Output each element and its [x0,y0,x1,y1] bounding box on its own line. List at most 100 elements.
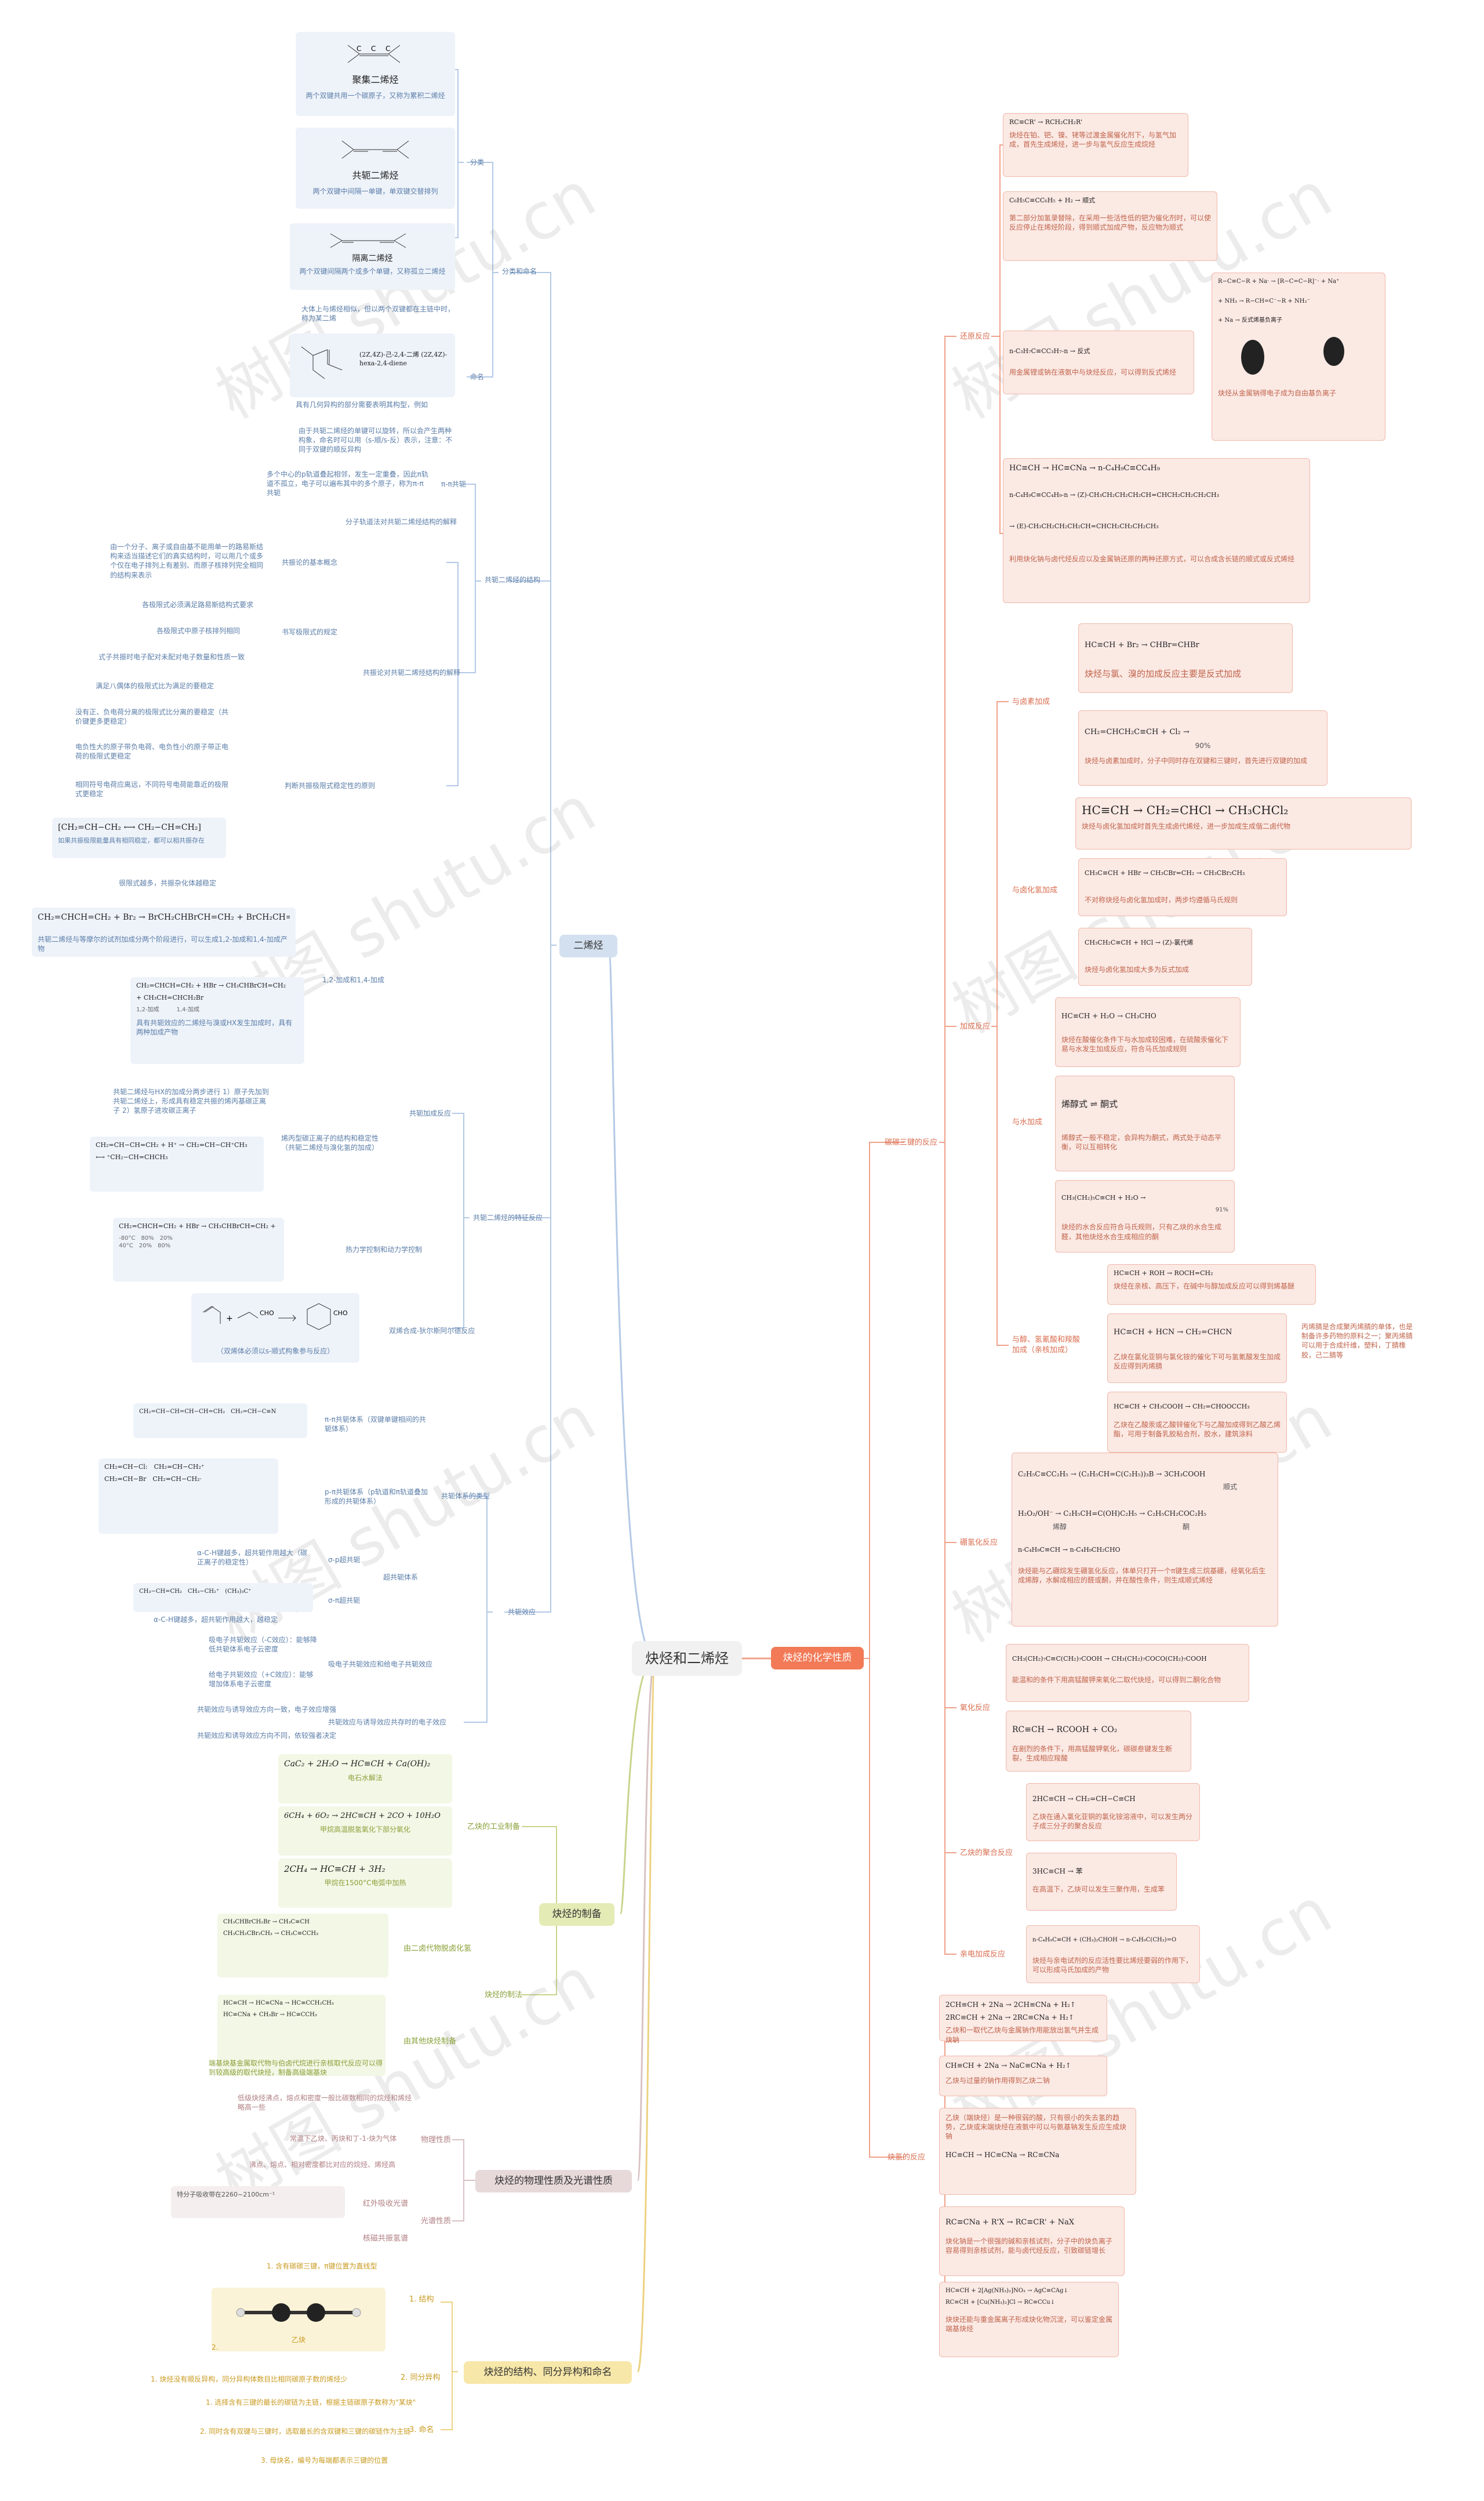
hyperconjugation[interactable]: 超共轭体系 [383,1573,419,1581]
ed-conj-desc: 给电子共轭效应（+C效应）：能够增加体系电子云密度 [209,1671,314,1689]
conjugate-addition[interactable]: 共轭加成反应 [409,1109,452,1117]
naming-label[interactable]: 3. 命名 [409,2426,434,2434]
other-prep-label[interactable]: 由其他炔烃制备 [403,2037,457,2046]
add-12-14[interactable]: 1,2-加成和1,4-加成 [322,976,384,984]
conj-induct-coexist[interactable]: 共轭效应与诱导效应共存时的电子效应 [328,1718,447,1726]
nuc-card2: HC≡CH + HCN → CH₂=CHCN 乙炔在氯化亚铜与氯化铵的催化下可与… [1107,1313,1287,1383]
diene-classify-sub[interactable]: 分类 [470,158,485,166]
kinetic-thermodynamic-control[interactable]: 热力学控制和动力学控制 [345,1246,423,1254]
alkyne-method-label[interactable]: 炔烃的制法 [485,1991,523,1999]
conjugated-system-types[interactable]: 共轭体系的类型 [441,1492,490,1500]
red-formula2: C₆H₅C≡CC₆H₅ + H₂ → 顺式 [1009,197,1096,204]
electrophilic-addition-label[interactable]: 亲电加成反应 [960,1950,1006,1959]
hb-labels: 烯醇酮 [1053,1522,1190,1531]
hal-desc2: 炔烃与卤素加成时，分子中同时存在双键和三键时，首先进行双键的加成 [1085,756,1308,765]
term-formula2: CH≡CH + 2Na → NaC≡CNa + H₂↑ [945,2061,1071,2070]
water-desc2: 烯醇式一般不稳定，会异构为酮式，两式处于动态平衡，可以互相转化 [1061,1134,1222,1152]
hb-desc: 炔烃能与乙硼烷发生硼氢化反应，体单只打开一个π键生成三烷基硼，经氧化后生成烯醇，… [1018,1566,1266,1584]
ir-label[interactable]: 红外吸收光谱 [363,2199,409,2208]
physical-label[interactable]: 物理性质 [421,2136,452,2144]
nmr-label[interactable]: 核磁共振氢谱 [363,2234,409,2243]
conjugated-diene-card: 共轭二烯烃 两个双键中间隔一单键，单双键交替排列 [296,128,455,209]
term-formula1b: 2RC≡CH + 2Na → 2RC≡CNa + H₂↑ [945,2013,1074,2022]
hx-desc2: 不对称炔烃与卤化氢加成时，两步均遵循马氏规则 [1085,895,1238,904]
branch-alkyne-physical[interactable]: 炔烃的物理性质及光谱性质 [475,2170,632,2193]
structure-label[interactable]: 1. 结构 [409,2295,434,2304]
addition-label[interactable]: 加成反应 [960,1022,991,1031]
spectra-label[interactable]: 光谱性质 [421,2217,452,2226]
halogen-card2: CH₂=CHCH₂C≡CH + Cl₂ → 90% 炔烃与卤素加成时，分子中同时… [1078,710,1327,786]
reduction-card1: RC≡CR' → RCH₂CH₂R' 炔烃在铂、钯、镍、铑等过渡金属催化剂下，与… [1003,113,1188,177]
ind-card1: CaC₂ + 2H₂O → HC≡CH + Ca(OH)₂ 电石水解法 [278,1754,452,1803]
nucleophilic-addition-label[interactable]: 与醇、氢氰酸和羧酸加成（亲核加成） [1012,1335,1081,1355]
water-desc1: 炔烃在酸催化条件下与水加成较困难，在硫酸汞催化下易与水发生加成反应，符合马氏加成… [1061,1036,1229,1054]
conjugated-diene-desc: 两个双键中间隔一单键，单双键交替排列 [312,187,438,195]
sigma-pi-hyperconj[interactable]: σ-π超共轭 [328,1596,361,1605]
judge4: 相同符号电荷应离远，不同符号电荷能靠近的极限式更稳定 [75,781,229,798]
water-addition-label[interactable]: 与水加成 [1012,1118,1043,1127]
resonance-rule4: 式子共振时电子配对未配对电子数量和性质一致 [99,653,245,661]
red-formula5b: n-C₄H₉C≡CC₄H₉-n → (Z)-CH₃CH₂CH₂CH₂CH=CHC… [1009,491,1220,499]
root-topic[interactable]: 炔烃和二烯烃 [632,1641,742,1676]
dehalo-label[interactable]: 由二卤代物脱卤化氢 [403,1944,472,1953]
diene-naming-example-card: (2Z,4Z)-己-2,4-二烯 (2Z,4Z)-hexa-2,4-diene [290,333,455,397]
reduction-label[interactable]: 还原反应 [960,332,991,341]
ox-desc1: 能温和的条件下用高锰酸钾来氧化二取代炔烃，可以得到二酮化合物 [1012,1675,1221,1684]
cumulated-diene-label: 聚集二烯烃 [352,74,399,86]
branch-alkyne-chemistry[interactable]: 炔烃的化学性质 [771,1647,864,1669]
water-formula2: 烯醇式 ⇌ 酮式 [1061,1099,1118,1109]
sigma-p-hyperconj[interactable]: σ-p超共轭 [328,1556,361,1564]
cumulated-diene-desc: 两个双键共用一个碳原子，又称为累积二烯烃 [305,91,445,100]
add-note1: 共轭二烯烃与等摩尔的试剂加成分两个阶段进行，可以生成1,2-加成和1,4-加成产… [38,935,288,953]
naming1: 1. 选择含有三键的最长的碳链为主链，根据主链碳原子数称为"某炔" [206,2398,416,2406]
industrial-prep-label[interactable]: 乙炔的工业制备 [467,1823,521,1831]
resonance-basic-desc: 由一个分子、离子或自由基不能用单一的路易斯结构来适当描述它们的真实结构时，可以用… [110,543,264,579]
diels-alder-card: + CHO CHO （双烯体必须以s-顺式构象参与反应） [191,1293,359,1363]
add-card2: CH₂=CHCH=CH₂ + HBr → CH₃CHBrCH=CH₂ + CH₃… [130,977,304,1064]
term-formula5: HC≡CH + 2[Ag(NH₃)₂]NO₃ → AgC≡CAg↓ [945,2288,1068,2294]
polymerization-label[interactable]: 乙炔的聚合反应 [960,1849,1013,1857]
hb-formula3: n-C₄H₉C≡CH → n-C₄H₉CH₂CHO [1018,1545,1121,1553]
term-formula5b: RC≡CH + [Cu(NH₃)₂]Cl → RC≡CCu↓ [945,2299,1056,2306]
terminal-hydrogen-label[interactable]: 炔氢的反应 [888,2153,926,2162]
hx-addition-label[interactable]: 与卤化氢加成 [1012,886,1058,895]
diene-classify[interactable]: 分类和命名 [502,267,537,275]
diene-naming-sub[interactable]: 命名 [470,373,485,381]
term-card3: 乙炔（端炔烃）是一种很弱的酸，只有很小的失去氢的趋势，乙炔或末端炔烃在液氨中可以… [939,2108,1136,2195]
mo-theory[interactable]: 分子轨道法对共轭二烯烃结构的解释 [345,518,457,526]
isolated-diene-label: 隔离二烯烃 [352,254,393,264]
resonance-basic[interactable]: 共振论的基本概念 [282,558,338,567]
reduction-card4: R−C≡C−R + Na· → [R−C=C−R]⁻· + Na⁺ + NH₃ … [1212,273,1385,441]
other-formula2: HC≡CNa + CH₃Br → HC≡CCH₃ [223,2011,317,2018]
halogen-addition-label[interactable]: 与卤素加成 [1012,698,1050,706]
add-card1: CH₂=CHCH=CH₂ + Br₂ → BrCH₂CHBrCH=CH₂ + B… [32,908,296,957]
diene-structure[interactable]: 共轭二烯烃的结构 [485,576,541,584]
ox-formula2: RC≡CH → RCOOH + CO₂ [1012,1725,1118,1734]
reduction-card3: n-C₃H₇C≡CC₃H₇-n → 反式 用金属锂或钠在液氨中与炔烃反应，可以得… [1003,331,1194,394]
resonance-judge[interactable]: 判断共振极限式稳定性的原则 [285,782,376,790]
oxidation-label[interactable]: 氧化反应 [960,1704,991,1712]
ox-card2: RC≡CH → RCOOH + CO₂ 在剧烈的条件下，用高锰酸钾氧化，碳碳叁键… [1006,1711,1191,1772]
branch-diene[interactable]: 二烯烃 [559,935,617,957]
isomer-label[interactable]: 2. 同分异构 [401,2373,441,2382]
resonance-theory[interactable]: 共振论对共轭二烯烃结构的解释 [363,669,461,677]
ind-desc2: 甲烷高温脱氢氧化下部分氧化 [319,1825,410,1834]
terminal-alkyne-reactions-label[interactable]: 碳碳三键的反应 [885,1138,938,1147]
resonance-rule2[interactable]: 书写极限式的规定 [282,628,338,636]
hydroboration-label[interactable]: 硼氢化反应 [960,1538,998,1547]
pi-pi-conjugation[interactable]: π-π共轭 [441,480,466,488]
branch-alkyne-structure[interactable]: 炔烃的结构、同分异构和命名 [464,2361,632,2384]
electron-conj-effect[interactable]: 吸电子共轭效应和给电子共轭效应 [328,1660,433,1668]
red-mech3: + Na → 反式烯基负离子 [1218,317,1283,324]
diene-reactions[interactable]: 共轭二烯烃的特征反应 [473,1214,543,1222]
nuc-formula2: HC≡CH + HCN → CH₂=CHCN [1114,1328,1232,1337]
branch-alkyne-preparation[interactable]: 炔烃的制备 [539,1903,614,1926]
hx-formula2: CH₃C≡CH + HBr → CH₃CBr=CH₂ → CH₃CBr₂CH₃ [1085,869,1245,877]
p-pi-formula: CH₂=CH−Cl: CH₂=CH−CH₂⁺ [104,1463,205,1471]
control-formula: CH₂=CHCH=CH₂ + HBr → CH₃CHBrCH=CH₂ + CH₃… [119,1222,278,1230]
diels-alder[interactable]: 双烯合成-狄尔斯阿尔德反应 [389,1327,475,1335]
term-formula4: RC≡CNa + R'X → RC≡CR' + NaX [945,2218,1075,2227]
conjugation-effect[interactable]: 共轭效应 [508,1608,536,1616]
resonance-formula: [CH₂=CH−CH₂ ⟷ CH₂−CH=CH₂] [58,823,201,832]
